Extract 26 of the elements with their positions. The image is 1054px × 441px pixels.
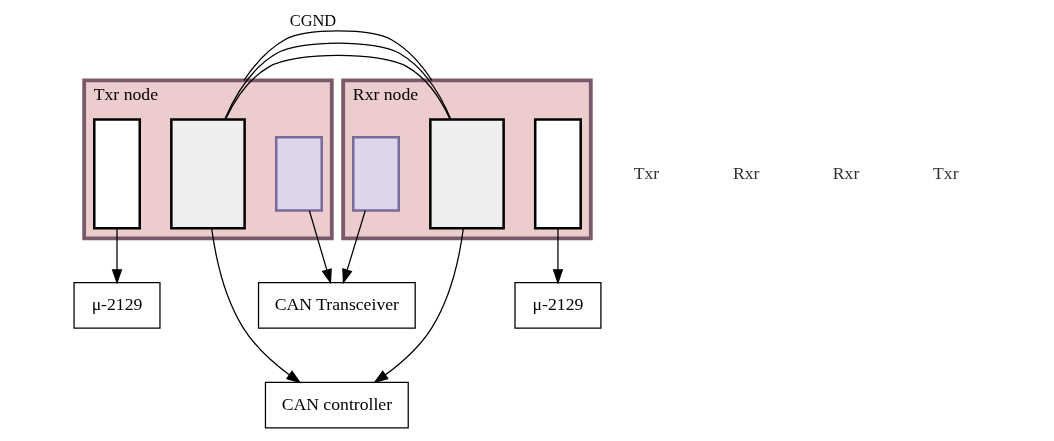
- node-box: CAN Transceiver: [257, 281, 416, 329]
- connector: [224, 54, 451, 121]
- arrow: [342, 210, 366, 285]
- arrow: [373, 227, 464, 384]
- edge-label: CGND: [289, 11, 337, 31]
- connector: [224, 42, 452, 121]
- node-box: [93, 118, 141, 230]
- connector: [243, 30, 433, 82]
- arrow: [211, 227, 302, 384]
- node-box: [352, 136, 401, 212]
- node-box: [429, 118, 505, 230]
- node-box: [170, 118, 246, 230]
- label: Rxr: [732, 162, 760, 183]
- label: Txr: [633, 162, 660, 183]
- node-box: μ-2129: [73, 281, 161, 329]
- node-box: [274, 136, 323, 212]
- cluster: Txr node: [82, 78, 334, 241]
- label: Txr: [933, 162, 959, 183]
- label: Rxr: [832, 162, 860, 183]
- node-box: μ-2129: [514, 281, 602, 329]
- arrow: [111, 227, 123, 285]
- cluster: Rxr node: [341, 78, 593, 241]
- node-box: [533, 118, 582, 230]
- arrow: [308, 210, 332, 285]
- arrow: [552, 227, 564, 285]
- node-box: CAN controller: [264, 381, 409, 429]
